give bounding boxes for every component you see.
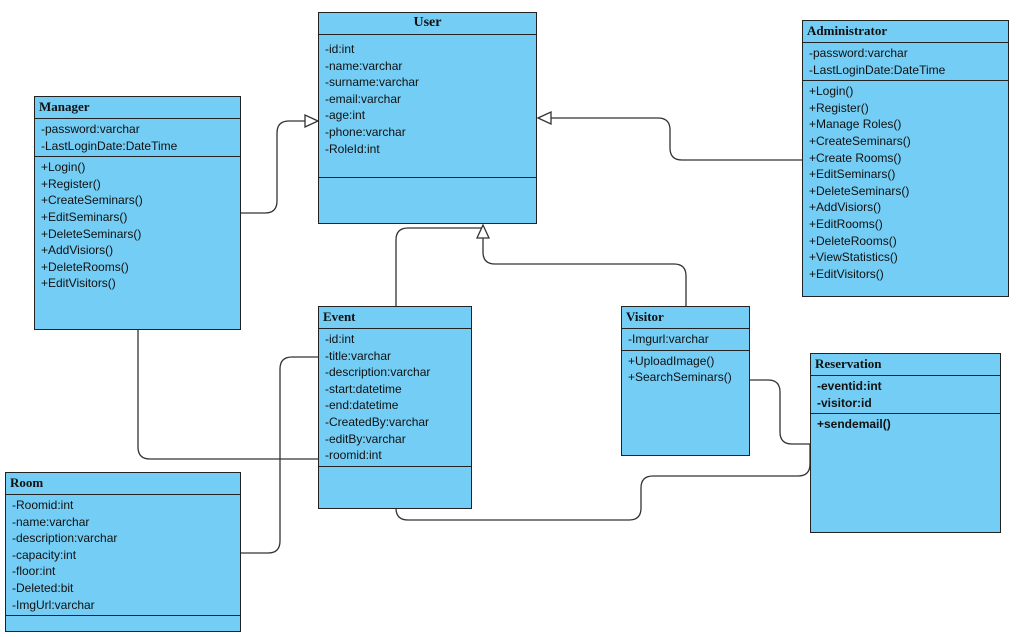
attribute: -id:int xyxy=(325,332,355,346)
attributes-compartment: -eventid:int -visitor:id xyxy=(811,376,1000,415)
attribute: -phone:varchar xyxy=(325,124,406,139)
operation: +AddVisiors() xyxy=(41,243,114,258)
attribute: -name:varchar xyxy=(12,514,90,529)
operations-compartment xyxy=(319,467,471,508)
attribute: -floor:int xyxy=(12,564,56,579)
attribute: -end:datetime xyxy=(325,398,399,413)
attribute: -password:varchar xyxy=(809,46,908,60)
attributes-compartment: -password:varchar -LastLoginDate:DateTim… xyxy=(35,119,240,158)
class-title: Reservation xyxy=(811,354,1000,376)
operation: +UploadImage() xyxy=(628,353,715,368)
attribute: -roomid:int xyxy=(325,448,382,463)
operation: +EditRooms() xyxy=(809,216,883,231)
operation: +EditSeminars() xyxy=(41,209,128,224)
manager-generalization-arrow xyxy=(304,113,320,129)
class-title: Administrator xyxy=(803,21,1008,43)
operations-compartment: +Login() +Register() +CreateSeminars() +… xyxy=(35,157,240,329)
attribute: -password:varchar xyxy=(41,122,140,136)
class-title: User xyxy=(319,13,536,35)
operation: +Register() xyxy=(41,176,101,191)
operation: +sendemail() xyxy=(817,417,891,432)
operation: +DeleteRooms() xyxy=(41,259,129,274)
manager-generalization-line xyxy=(241,120,305,214)
operation: +CreateSeminars() xyxy=(809,133,911,148)
event-generalization-line xyxy=(395,227,484,306)
attribute: -email:varchar xyxy=(325,91,402,106)
operation: +Login() xyxy=(41,160,86,175)
attribute: -title:varchar xyxy=(325,348,392,363)
attribute: -Roomid:int xyxy=(12,498,74,512)
manager-event-association xyxy=(137,330,320,460)
operation: +DeleteRooms() xyxy=(809,233,897,248)
event-reservation-association xyxy=(395,444,811,521)
class-reservation[interactable]: Reservation -eventid:int -visitor:id +se… xyxy=(810,353,1001,533)
operations-compartment xyxy=(6,616,240,631)
attribute: -eventid:int xyxy=(817,379,882,393)
operation: +DeleteSeminars() xyxy=(41,226,142,241)
class-title: Visitor xyxy=(622,307,749,329)
class-event[interactable]: Event -id:int -title:varchar -descriptio… xyxy=(318,306,472,509)
attributes-compartment: -id:int -title:varchar -description:varc… xyxy=(319,329,471,467)
operation: +CreateSeminars() xyxy=(41,193,143,208)
attribute: -ImgUrl:varchar xyxy=(12,597,95,612)
class-room[interactable]: Room -Roomid:int -name:varchar -descript… xyxy=(5,472,241,632)
attribute: -CreatedBy:varchar xyxy=(325,414,430,429)
operation: +EditVisitors() xyxy=(41,276,116,291)
class-title: Manager xyxy=(35,97,240,119)
attribute: -description:varchar xyxy=(325,365,431,380)
operation: +AddVisiors() xyxy=(809,200,882,215)
class-title: Event xyxy=(319,307,471,329)
operation: +Login() xyxy=(809,84,854,99)
attribute: -age:int xyxy=(325,108,366,123)
operations-compartment: +UploadImage() +SearchSeminars() xyxy=(622,351,749,455)
administrator-generalization-arrow xyxy=(536,110,552,126)
visitor-generalization-line xyxy=(482,238,687,306)
class-visitor[interactable]: Visitor -Imgurl:varchar +UploadImage() +… xyxy=(621,306,750,456)
attributes-compartment: -id:int -name:varchar -surname:varchar -… xyxy=(319,35,536,178)
operation: +EditVisitors() xyxy=(809,266,884,281)
administrator-generalization-line xyxy=(551,117,802,161)
attribute: -visitor:id xyxy=(817,395,872,410)
attribute: -LastLoginDate:DateTime xyxy=(41,138,178,153)
operation: +Register() xyxy=(809,100,869,115)
user-generalization-arrow xyxy=(475,223,491,239)
attribute: -editBy:varchar xyxy=(325,431,406,446)
attribute: -name:varchar xyxy=(325,58,403,73)
operations-compartment: +Login() +Register() +Manage Roles() +Cr… xyxy=(803,81,1008,296)
operation: +Create Rooms() xyxy=(809,150,902,165)
attribute: -start:datetime xyxy=(325,381,402,396)
class-title: Room xyxy=(6,473,240,495)
attribute: -description:varchar xyxy=(12,531,118,546)
operation: +ViewStatistics() xyxy=(809,250,898,265)
operation: +EditSeminars() xyxy=(809,167,896,182)
room-event-association xyxy=(241,356,320,554)
attribute: -Deleted:bit xyxy=(12,580,74,595)
operations-compartment: +sendemail() xyxy=(811,414,1000,532)
operations-compartment xyxy=(319,178,536,223)
attribute: -capacity:int xyxy=(12,547,77,562)
class-manager[interactable]: Manager -password:varchar -LastLoginDate… xyxy=(34,96,241,330)
attribute: -RoleId:int xyxy=(325,141,380,156)
attribute: -surname:varchar xyxy=(325,75,420,90)
attributes-compartment: -Imgurl:varchar xyxy=(622,329,749,351)
operation: +SearchSeminars() xyxy=(628,370,732,385)
operation: +DeleteSeminars() xyxy=(809,183,910,198)
class-administrator[interactable]: Administrator -password:varchar -LastLog… xyxy=(802,20,1009,297)
attribute: -Imgurl:varchar xyxy=(628,332,709,346)
operation: +Manage Roles() xyxy=(809,117,902,132)
attributes-compartment: -password:varchar -LastLoginDate:DateTim… xyxy=(803,43,1008,82)
attribute: -id:int xyxy=(325,42,355,56)
class-user[interactable]: User -id:int -name:varchar -surname:varc… xyxy=(318,12,537,224)
attribute: -LastLoginDate:DateTime xyxy=(809,62,946,77)
attributes-compartment: -Roomid:int -name:varchar -description:v… xyxy=(6,495,240,617)
visitor-reservation-association xyxy=(749,379,810,445)
